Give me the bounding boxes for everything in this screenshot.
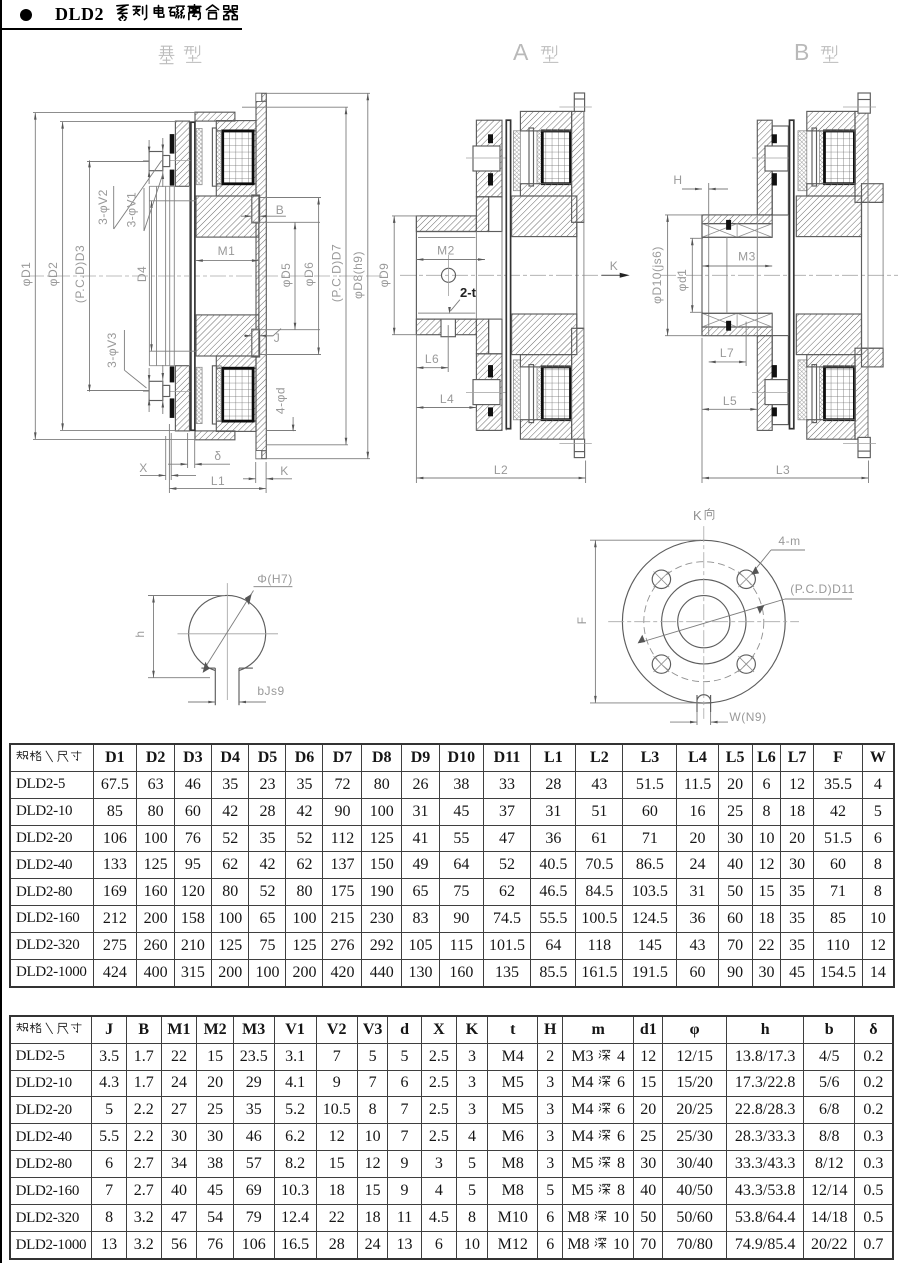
svg-text:3-φV3: 3-φV3 bbox=[105, 332, 119, 368]
svg-text:H: H bbox=[673, 173, 682, 187]
svg-text:L4: L4 bbox=[440, 392, 454, 406]
svg-text:2-t: 2-t bbox=[460, 285, 477, 300]
svg-text:D4: D4 bbox=[135, 266, 149, 282]
svg-text:J: J bbox=[274, 331, 281, 345]
svg-text:(P.C.D)D11: (P.C.D)D11 bbox=[790, 582, 855, 596]
svg-text:W(N9): W(N9) bbox=[729, 710, 766, 724]
svg-text:L2: L2 bbox=[494, 463, 508, 477]
svg-text:δ: δ bbox=[214, 449, 221, 463]
svg-text:(P.C.D)D3: (P.C.D)D3 bbox=[73, 245, 87, 303]
svg-text:L5: L5 bbox=[723, 394, 737, 408]
svg-text:L7: L7 bbox=[720, 346, 734, 360]
svg-text:3-φV2: 3-φV2 bbox=[96, 189, 110, 225]
svg-text:M3: M3 bbox=[738, 250, 756, 264]
svg-text:L6: L6 bbox=[425, 352, 439, 366]
svg-text:K: K bbox=[280, 464, 289, 478]
svg-text:K: K bbox=[610, 259, 619, 273]
svg-text:φD2: φD2 bbox=[46, 262, 60, 287]
svg-text:φD1: φD1 bbox=[19, 262, 33, 287]
svg-text:B: B bbox=[276, 203, 285, 217]
svg-text:M1: M1 bbox=[218, 244, 236, 258]
svg-text:4-φd: 4-φd bbox=[273, 387, 287, 414]
svg-text:φD8(h9): φD8(h9) bbox=[351, 251, 365, 299]
svg-text:φD9: φD9 bbox=[377, 263, 391, 288]
svg-text:F: F bbox=[575, 617, 589, 625]
svg-text:Φ(H7): Φ(H7) bbox=[257, 572, 292, 586]
svg-text:h: h bbox=[133, 630, 147, 637]
svg-text:4-m: 4-m bbox=[778, 534, 800, 548]
svg-text:(P.C.D)D7: (P.C.D)D7 bbox=[330, 244, 344, 302]
svg-text:bJs9: bJs9 bbox=[257, 684, 284, 698]
svg-text:M2: M2 bbox=[437, 244, 455, 258]
svg-text:L3: L3 bbox=[776, 463, 790, 477]
svg-text:X: X bbox=[139, 461, 148, 475]
svg-text:3-φV1: 3-φV1 bbox=[125, 192, 139, 228]
svg-text:φD6: φD6 bbox=[302, 262, 316, 287]
svg-text:φD5: φD5 bbox=[279, 263, 293, 288]
svg-text:L1: L1 bbox=[211, 474, 225, 488]
svg-text:φd1: φd1 bbox=[675, 269, 689, 292]
svg-text:φD10(js6): φD10(js6) bbox=[650, 246, 664, 304]
